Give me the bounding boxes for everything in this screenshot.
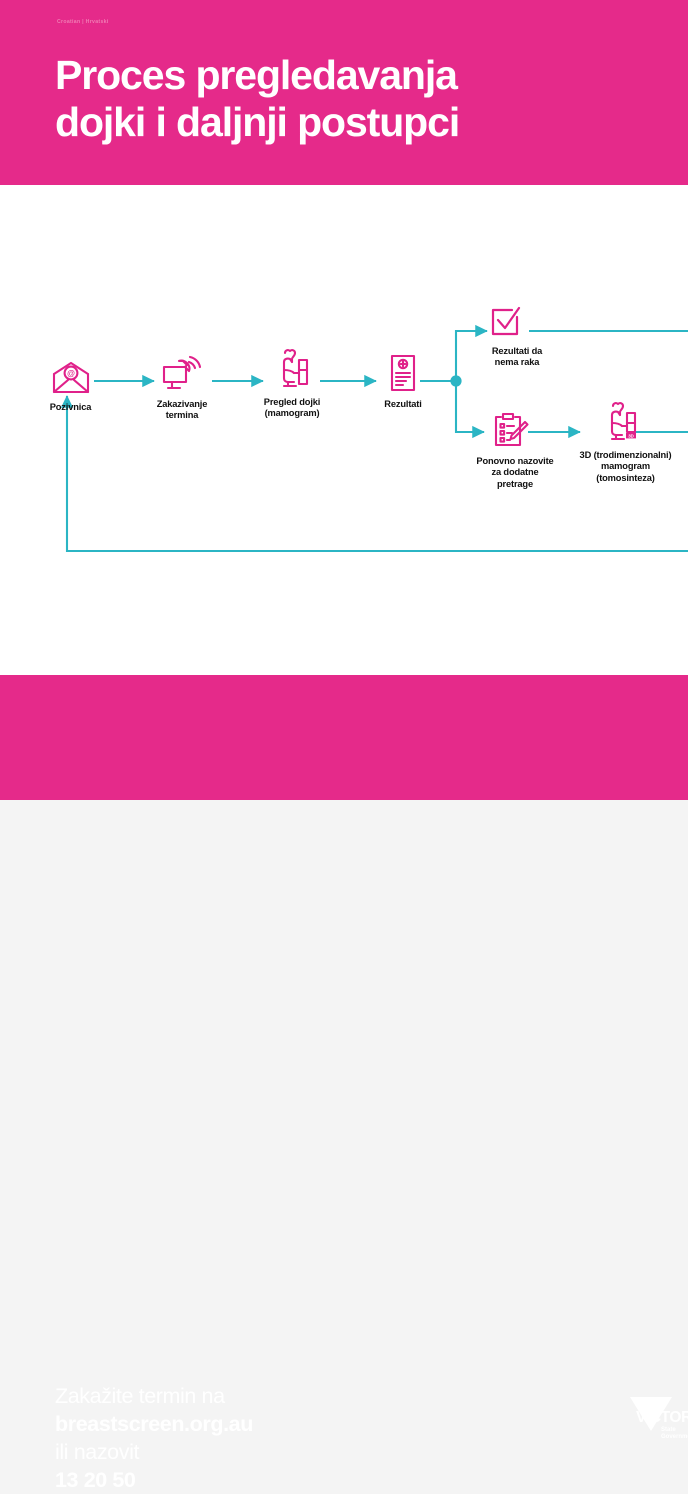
flow-connector-lines [60, 324, 688, 553]
envelope-email-icon: @ [18, 353, 123, 395]
phone-computer-booking-icon [130, 350, 234, 392]
flow-node-screening-label: Pregled dojki (mamogram) [263, 397, 321, 419]
logo-wordmark: VICTORIA [636, 1409, 688, 1426]
footer-band: Zakažite termin na breastscreen.org.au i… [0, 675, 688, 1492]
svg-text:@: @ [67, 369, 75, 378]
header-band: Croatian | Hrvatski Proces pregledavanja… [0, 0, 688, 185]
flow-node-no-cancer[interactable]: Rezultati da nema raka [466, 297, 564, 369]
cta-phone-number[interactable]: 13 20 50 [55, 1468, 136, 1492]
flowchart-canvas: @ Pozivnica Zakazivanje termina [0, 185, 688, 732]
flow-node-recall-label: Ponovno nazovite za dodatne pretrage [476, 456, 554, 489]
cta-line-1: Zakažite termin na breastscreen.org.au [55, 1382, 253, 1438]
clipboard-pencil-icon [455, 407, 575, 449]
flow-node-invite[interactable]: @ Pozivnica [18, 353, 123, 413]
page-title-line-2: dojki i daljnji postupci [55, 99, 460, 145]
decision-junction-dot [450, 375, 462, 387]
page-title: Proces pregledavanja dojki i daljnji pos… [55, 52, 645, 146]
call-to-action: Zakažite termin na breastscreen.org.au i… [55, 1382, 253, 1494]
flow-node-results[interactable]: Rezultati [360, 350, 446, 410]
svg-text:State: State [661, 1427, 676, 1433]
svg-text:3D: 3D [628, 433, 634, 438]
cta-prefix: Zakažite termin na [55, 1384, 225, 1408]
flow-node-booking[interactable]: Zakazivanje termina [130, 350, 234, 422]
cta-website-link[interactable]: breastscreen.org.au [55, 1412, 253, 1436]
cta-second-prefix: ili nazovit [55, 1440, 140, 1464]
flow-node-invite-label: Pozivnica [49, 402, 92, 412]
language-tag: Croatian | Hrvatski [57, 19, 109, 25]
flow-node-recall[interactable]: Ponovno nazovite za dodatne pretrage [455, 407, 575, 490]
flow-node-screening[interactable]: Pregled dojki (mamogram) [240, 348, 344, 420]
victoria-state-government-logo: VICTORIA State Government [628, 1391, 688, 1447]
mammogram-machine-icon [240, 348, 344, 390]
mammogram-3d-machine-icon: 3D [563, 401, 688, 443]
page-title-line-1: Proces pregledavanja [55, 52, 458, 98]
flow-node-results-label: Rezultati [384, 399, 422, 409]
flow-node-3d-label: 3D (trodimenzionalni) mamogram (tomosint… [579, 450, 672, 483]
checkbox-tick-icon [466, 297, 564, 339]
cta-line-2: ili nazovit 13 20 50 [55, 1438, 253, 1494]
results-document-icon [360, 350, 446, 392]
svg-text:Government: Government [661, 1434, 688, 1440]
flow-node-3d-mammogram[interactable]: 3D 3D (trodimenzionalni) mamogram (tomos… [563, 401, 688, 484]
flow-node-no-cancer-label: Rezultati da nema raka [491, 346, 543, 368]
flow-node-booking-label: Zakazivanje termina [156, 399, 208, 421]
